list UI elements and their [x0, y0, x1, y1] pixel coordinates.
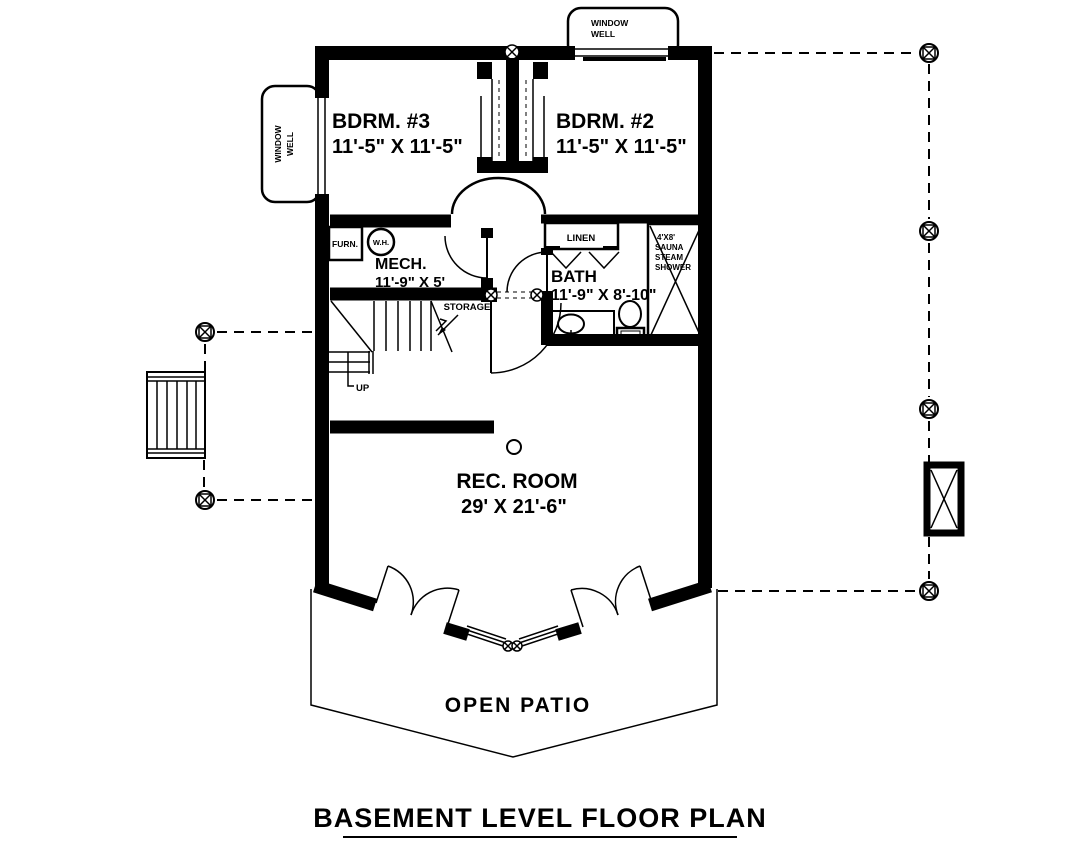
bdrm3-dims: 11'-5" X 11'-5" — [332, 136, 463, 158]
apex-post-icon — [511, 640, 523, 652]
chimney-symbol — [923, 461, 965, 537]
patio-door-left — [375, 565, 460, 628]
post-icon — [919, 581, 939, 601]
furnace-label: FURN. — [332, 239, 358, 249]
deck-outline-dashed — [203, 52, 930, 592]
post-icon — [919, 43, 939, 63]
post-icon — [195, 490, 215, 510]
window-well-top-label2: WELL — [591, 29, 615, 39]
patio-windows — [466, 625, 559, 652]
post-icon — [195, 322, 215, 342]
furnace-symbol: FURN. — [327, 225, 364, 262]
stairs-up-label: UP — [356, 383, 370, 394]
rec-name: REC. ROOM — [456, 470, 577, 493]
window-well-left-label2: WELL — [285, 132, 295, 156]
mech-door — [444, 235, 488, 279]
rec-dims: 29' X 21'-6" — [461, 496, 567, 518]
mech-dims: 11'-9" X 5' — [375, 274, 445, 291]
mech-name: MECH. — [375, 256, 427, 273]
patio-label: OPEN PATIO — [445, 694, 591, 717]
sauna-label-1: 4'X8' — [657, 233, 675, 242]
interior-walls — [330, 214, 710, 434]
patio-outline: OPEN PATIO — [310, 589, 718, 758]
bath-door — [506, 251, 548, 293]
window-well-left: WINDOW WELL — [260, 84, 322, 204]
toilet-symbol — [615, 300, 646, 343]
sauna-steam-shower: 4'X8' SAUNA STEAM SHOWER — [646, 222, 705, 341]
storage-door — [490, 302, 562, 374]
bdrm2-dims: 11'-5" X 11'-5" — [556, 136, 687, 158]
title-text: BASEMENT LEVEL FLOOR PLAN — [313, 803, 767, 833]
left-window — [314, 98, 330, 194]
sink-symbol — [550, 310, 615, 339]
beam-post-icon — [530, 288, 544, 302]
linen-closet: LINEN — [543, 221, 620, 270]
bdrm2-name: BDRM. #2 — [556, 110, 654, 133]
column-symbol — [506, 439, 522, 455]
exterior-steps — [146, 371, 206, 459]
linen-label: LINEN — [567, 233, 596, 244]
storage-label: STORAGE — [444, 302, 491, 313]
deck-posts — [195, 43, 939, 601]
sheet-title: BASEMENT LEVEL FLOOR PLAN — [313, 803, 767, 838]
bedroom-partition-wall — [477, 58, 548, 173]
stairs: UP — [327, 300, 453, 394]
storage-callout: STORAGE — [437, 302, 491, 336]
sauna-label-2: SAUNA — [655, 243, 684, 252]
room-labels: BDRM. #3 11'-5" X 11'-5" BDRM. #2 11'-5"… — [332, 110, 687, 518]
patio-door-right — [570, 565, 653, 628]
beam-post-icon — [484, 288, 498, 302]
wall-post-icon — [504, 44, 520, 60]
sauna-label-3: STEAM — [655, 253, 683, 262]
water-heater-symbol: W.H. — [366, 227, 396, 257]
post-icon — [919, 399, 939, 419]
hall-beam — [484, 288, 544, 302]
hall-archway — [450, 176, 547, 215]
window-well-top-label1: WINDOW — [591, 18, 629, 28]
top-window — [575, 46, 668, 61]
sauna-label-4: SHOWER — [655, 263, 691, 272]
window-well-left-label1: WINDOW — [273, 124, 283, 162]
post-icon — [919, 221, 939, 241]
bath-dims: 11'-9" X 8'-10" — [551, 287, 657, 304]
water-heater-label: W.H. — [373, 238, 389, 247]
bdrm3-name: BDRM. #3 — [332, 110, 430, 133]
bath-name: BATH — [551, 267, 597, 286]
